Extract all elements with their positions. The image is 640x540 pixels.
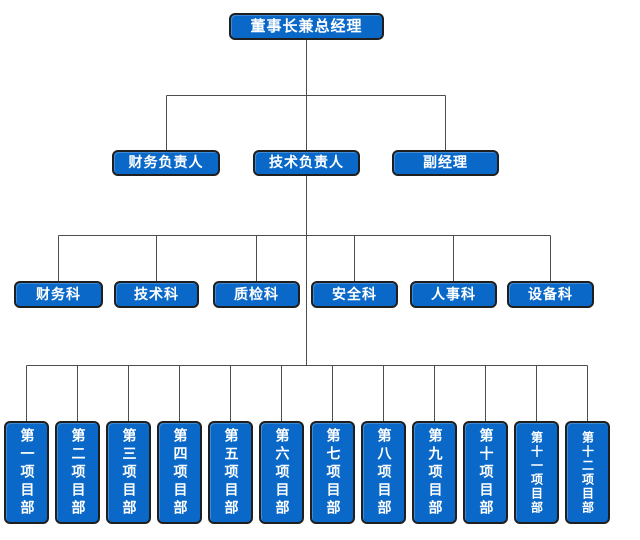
- node-project-dept-11: 第十一项目部: [514, 421, 559, 524]
- node-project-dept-4: 第四项目部: [157, 421, 202, 524]
- node-finance-lead: 财务负责人: [112, 150, 220, 176]
- node-project-dept-12: 第十二项目部: [565, 421, 610, 524]
- node-equipment-dept: 设备科: [507, 281, 594, 308]
- node-tech-lead: 技术负责人: [253, 150, 360, 176]
- node-finance-dept: 财务科: [14, 281, 103, 308]
- node-project-dept-6: 第六项目部: [259, 421, 304, 524]
- node-tech-dept: 技术科: [114, 281, 199, 308]
- node-project-dept-10: 第十项目部: [463, 421, 508, 524]
- node-project-dept-8: 第八项目部: [361, 421, 406, 524]
- node-quality-dept: 质检科: [213, 281, 300, 308]
- node-hr-dept: 人事科: [410, 281, 497, 308]
- node-project-dept-5: 第五项目部: [208, 421, 253, 524]
- node-project-dept-7: 第七项目部: [310, 421, 355, 524]
- node-project-dept-3: 第三项目部: [106, 421, 151, 524]
- node-project-dept-1: 第一项目部: [4, 421, 49, 524]
- node-chairman-general-manager: 董事长兼总经理: [229, 13, 384, 40]
- node-project-dept-9: 第九项目部: [412, 421, 457, 524]
- node-safety-dept: 安全科: [311, 281, 398, 308]
- node-project-dept-2: 第二项目部: [55, 421, 100, 524]
- node-deputy-manager: 副经理: [392, 150, 499, 176]
